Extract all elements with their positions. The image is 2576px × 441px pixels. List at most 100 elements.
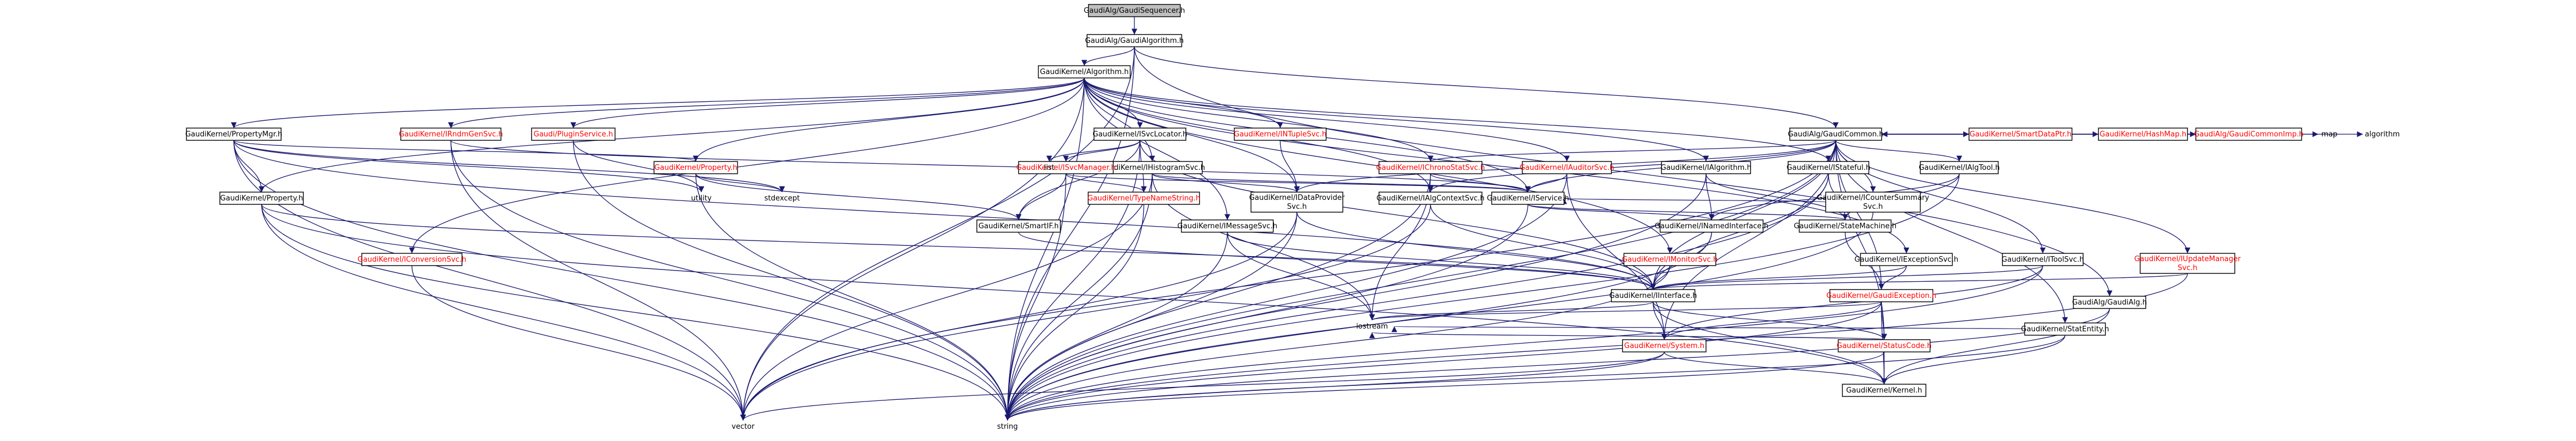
include-edge: [1835, 140, 1963, 162]
include-edge: [261, 204, 1887, 385]
node-label: GaudiKernel/TypeNameString.h: [1088, 194, 1201, 203]
node-box: [1968, 128, 2073, 141]
include-edge: [1004, 232, 1712, 421]
node-isvcmanager[interactable]: GaudiKernel/ISvcManager.h: [1016, 161, 1115, 174]
include-edge: [1227, 232, 1375, 321]
node-iinterface[interactable]: GaudiKernel/IInterface.h: [1609, 289, 1697, 302]
node-ichronostatsvc[interactable]: GaudiKernel/IChronoStatSvc.h: [1376, 161, 1485, 174]
include-edge: [1430, 173, 1531, 193]
node-label: GaudiAlg/GaudiSequencer.h: [1084, 7, 1185, 15]
node-system[interactable]: GaudiKernel/System.h: [1622, 339, 1707, 352]
node-box: [1837, 339, 1931, 352]
node-iostream[interactable]: iostream: [1356, 322, 1388, 331]
include-edge: [261, 204, 1011, 421]
node-iexceptionsvc[interactable]: GaudiKernel/IExceptionSvc.h: [1855, 253, 1959, 266]
node-box: [2073, 296, 2146, 309]
node-imonitorsvc[interactable]: GaudiKernel/IMonitorSvc.h: [1622, 253, 1718, 266]
include-edge: [261, 204, 746, 421]
node-box: [1622, 339, 1707, 352]
node-label: GaudiKernel/IHistogramSvc.h: [1099, 164, 1205, 172]
include-edge: [1084, 77, 1156, 162]
include-edge: [1084, 77, 1673, 254]
node-iauditorsvc[interactable]: GaudiKernel/IAuditorSvc.h: [1520, 161, 1614, 174]
include-edge: [740, 351, 1665, 421]
node-list[interactable]: list: [1044, 164, 1054, 172]
node-gaudiexception[interactable]: GaudiKernel/GaudiException.h: [1826, 289, 1936, 302]
node-root: GaudiAlg/GaudiSequencer.h: [1084, 4, 1185, 17]
node-vector[interactable]: vector: [731, 423, 755, 431]
node-propertymgr[interactable]: GaudiKernel/PropertyMgr.h: [185, 128, 282, 141]
node-box: [1087, 34, 1182, 47]
node-statemachine[interactable]: GaudiKernel/StateMachine.h: [1794, 219, 1897, 233]
node-utility[interactable]: utility: [691, 194, 712, 203]
include-edge: [1004, 301, 1882, 421]
include-edge: [233, 140, 1011, 421]
include-edge: [258, 77, 1085, 193]
node-iservice[interactable]: GaudiKernel/IService.h: [1487, 192, 1569, 205]
node-label: Gaudi/PluginService.h: [534, 130, 613, 139]
node-box: [1038, 65, 1131, 79]
node-gaudicommonimp[interactable]: GaudiAlg/GaudiCommonImp.h: [2194, 128, 2304, 141]
node-label: stdexcept: [764, 194, 800, 203]
node-map[interactable]: map: [2322, 130, 2338, 139]
node-isvclocator[interactable]: GaudiKernel/ISvcLocator.h: [1093, 128, 1187, 141]
node-gaudicommon[interactable]: GaudiAlg/GaudiCommon.h: [1788, 128, 1884, 141]
include-edge: [1084, 77, 1300, 193]
node-box: [1522, 161, 1612, 174]
include-edge: [1005, 351, 1885, 421]
node-iconversionsvc[interactable]: GaudiKernel/IConversionSvc.h: [357, 253, 466, 266]
node-label: GaudiKernel/IMonitorSvc.h: [1622, 256, 1718, 264]
node-statentity[interactable]: GaudiKernel/StatEntity.h: [2021, 322, 2109, 336]
include-edge: [1664, 351, 1887, 385]
node-itoolsvc[interactable]: GaudiKernel/IToolSvc.h: [2002, 253, 2084, 266]
include-edge: [1650, 265, 2043, 290]
node-box: [1789, 128, 1882, 141]
node-ihistogramsvc[interactable]: GaudiKernel/IHistogramSvc.h: [1099, 161, 1205, 174]
include-edge: [1650, 265, 1907, 290]
include-edge: [695, 173, 1011, 421]
node-irndmgensvc[interactable]: GaudiKernel/IRndmGenSvc.h: [399, 128, 503, 141]
node-typenamestring[interactable]: GaudiKernel/TypeNameString.h: [1088, 192, 1201, 205]
node-box: [1233, 128, 1327, 141]
node-smartdataptr[interactable]: GaudiKernel/SmartDataPtr.h: [1968, 128, 2073, 141]
node-algorithm-std[interactable]: algorithm: [2365, 130, 2400, 139]
include-edge: [450, 140, 1011, 421]
node-istateful[interactable]: GaudiKernel/IStateful.h: [1787, 161, 1870, 174]
node-statuscode[interactable]: GaudiKernel/StatusCode.h: [1837, 339, 1931, 352]
node-ialgtool[interactable]: GaudiKernel/IAlgTool.h: [1919, 161, 2000, 174]
node-ialgorithm[interactable]: GaudiKernel/IAlgorithm.h: [1660, 161, 1752, 174]
node-gaudialgorithm[interactable]: GaudiAlg/GaudiAlgorithm.h: [1085, 34, 1184, 47]
node-label: GaudiKernel/Kernel.h: [1846, 386, 1923, 395]
node-ialgcontextsvc[interactable]: GaudiKernel/IAlgContextSvc.h: [1377, 192, 1484, 205]
include-edge: [1005, 308, 2110, 421]
include-edge: [233, 140, 785, 193]
node-box: [1798, 219, 1892, 233]
node-label: GaudiKernel/IConversionSvc.h: [357, 256, 466, 264]
include-edge: [1065, 173, 1147, 193]
node-gk-property[interactable]: GaudiKernel/Property.h: [219, 192, 304, 205]
node-imessagesvc[interactable]: GaudiKernel/IMessageSvc.h: [1177, 219, 1277, 233]
include-edge: [695, 173, 785, 193]
include-edge: [692, 77, 1085, 162]
node-box: [1659, 219, 1764, 233]
node-pluginservice[interactable]: Gaudi/PluginService.h: [531, 128, 616, 141]
node-algorithm[interactable]: GaudiKernel/Algorithm.h: [1038, 65, 1131, 79]
node-string[interactable]: string: [997, 423, 1017, 431]
node-inamedinterface[interactable]: GaudiKernel/INamedInterface.h: [1655, 219, 1768, 233]
include-edge: [1430, 204, 1656, 290]
node-kernel[interactable]: GaudiKernel/Kernel.h: [1842, 384, 1926, 397]
node-box: [2024, 322, 2106, 336]
node-intuplesvc[interactable]: GaudiKernel/INTupleSvc.h: [1233, 128, 1327, 141]
node-gk-property-red[interactable]: GaudiKernel/Property.h: [653, 161, 738, 174]
node-ismartif[interactable]: GaudiKernel/SmartIF.h: [976, 219, 1061, 233]
node-label: iostream: [1356, 322, 1388, 331]
include-edge: [1566, 173, 1668, 340]
include-edge: [1018, 232, 1656, 290]
node-hashmap[interactable]: GaudiKernel/HashMap.h: [2098, 128, 2188, 141]
node-stdexcept[interactable]: stdexcept: [764, 194, 800, 203]
node-gaudialg[interactable]: GaudiAlg/GaudiAlg.h: [2072, 296, 2147, 309]
